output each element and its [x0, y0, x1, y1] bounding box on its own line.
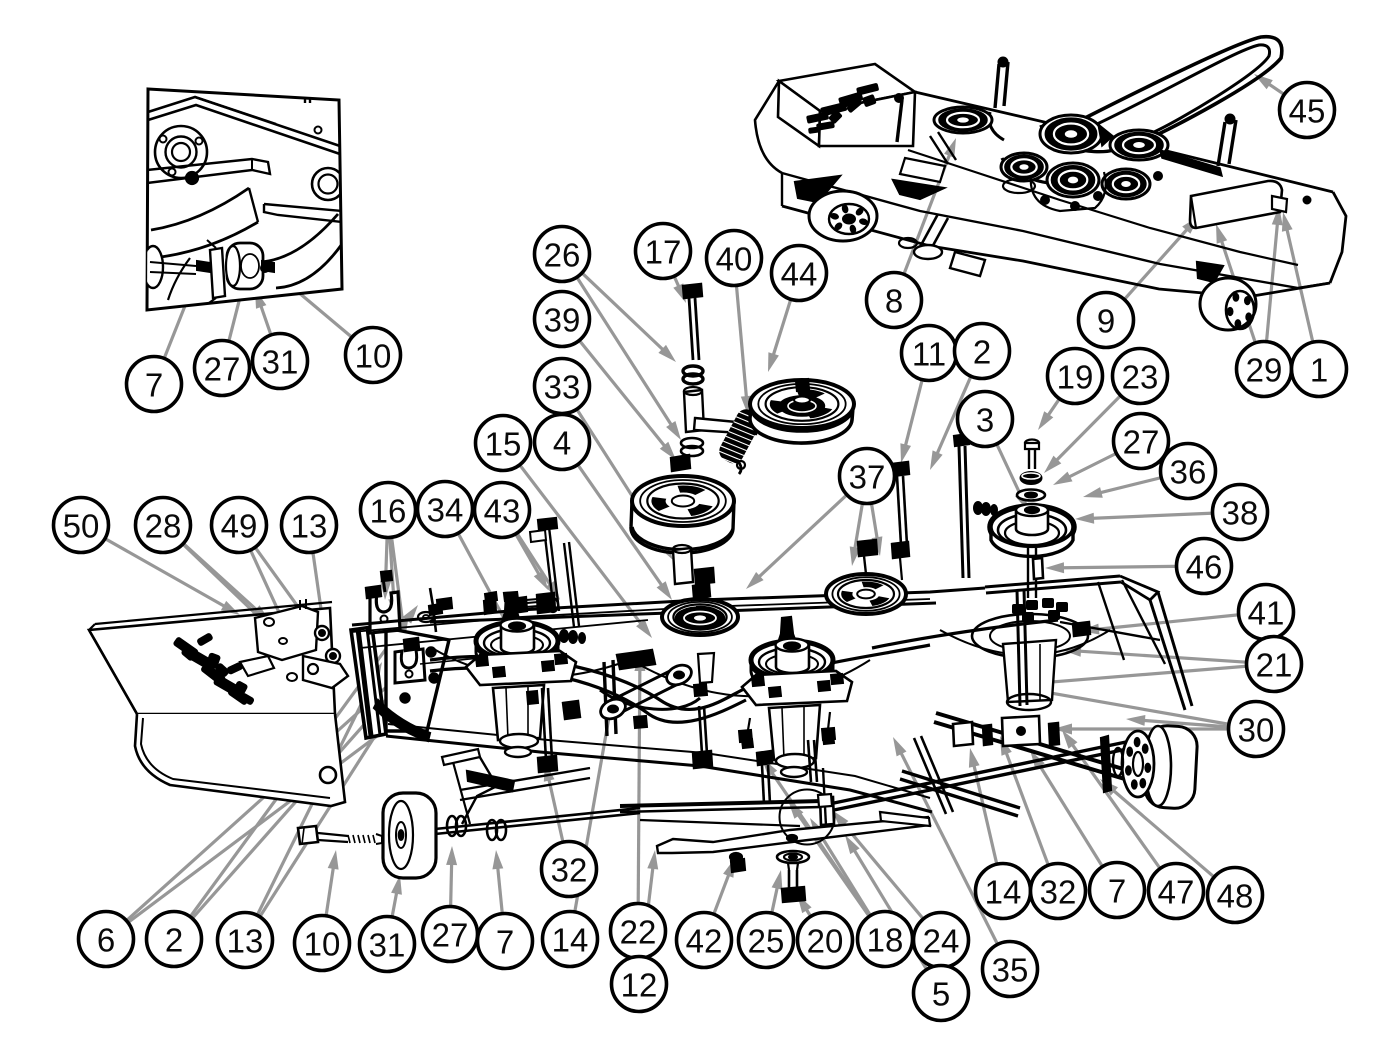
svg-text:14: 14 — [985, 874, 1022, 911]
svg-text:28: 28 — [145, 508, 182, 545]
svg-text:4: 4 — [553, 425, 571, 462]
svg-text:8: 8 — [885, 283, 903, 320]
svg-text:38: 38 — [1222, 495, 1259, 532]
svg-text:13: 13 — [291, 508, 328, 545]
svg-text:41: 41 — [1248, 595, 1285, 632]
svg-text:19: 19 — [1057, 359, 1094, 396]
svg-text:5: 5 — [932, 976, 950, 1013]
svg-text:37: 37 — [849, 459, 886, 496]
svg-text:18: 18 — [867, 922, 904, 959]
svg-text:1: 1 — [1310, 352, 1328, 389]
svg-text:9: 9 — [1097, 303, 1115, 340]
svg-text:3: 3 — [976, 402, 994, 439]
svg-text:7: 7 — [145, 367, 163, 404]
svg-text:48: 48 — [1217, 878, 1254, 915]
svg-text:20: 20 — [807, 923, 844, 960]
svg-text:32: 32 — [551, 852, 588, 889]
svg-text:31: 31 — [369, 927, 406, 964]
svg-text:16: 16 — [370, 493, 407, 530]
svg-text:47: 47 — [1158, 874, 1195, 911]
svg-text:14: 14 — [552, 922, 589, 959]
svg-text:6: 6 — [97, 922, 115, 959]
svg-text:21: 21 — [1256, 647, 1293, 684]
svg-text:45: 45 — [1289, 93, 1326, 130]
svg-text:13: 13 — [227, 923, 264, 960]
svg-text:49: 49 — [221, 508, 258, 545]
svg-text:27: 27 — [432, 917, 469, 954]
svg-text:34: 34 — [427, 492, 464, 529]
svg-text:17: 17 — [645, 234, 682, 271]
svg-text:24: 24 — [923, 923, 960, 960]
svg-text:42: 42 — [686, 923, 723, 960]
svg-text:2: 2 — [973, 334, 991, 371]
svg-text:2: 2 — [165, 922, 183, 959]
svg-text:22: 22 — [620, 914, 657, 951]
svg-text:39: 39 — [544, 302, 581, 339]
svg-text:50: 50 — [63, 508, 100, 545]
svg-text:29: 29 — [1246, 352, 1283, 389]
svg-text:25: 25 — [748, 923, 785, 960]
svg-text:10: 10 — [304, 926, 341, 963]
svg-text:35: 35 — [992, 952, 1029, 989]
svg-text:7: 7 — [496, 924, 514, 961]
svg-text:12: 12 — [621, 967, 658, 1004]
svg-text:15: 15 — [485, 426, 522, 463]
svg-text:26: 26 — [544, 237, 581, 274]
svg-text:36: 36 — [1170, 454, 1207, 491]
svg-text:23: 23 — [1122, 359, 1159, 396]
svg-text:43: 43 — [484, 493, 521, 530]
svg-text:32: 32 — [1040, 874, 1077, 911]
svg-text:46: 46 — [1186, 549, 1223, 586]
svg-text:31: 31 — [262, 344, 299, 381]
svg-text:40: 40 — [716, 241, 753, 278]
svg-text:27: 27 — [1123, 424, 1160, 461]
svg-text:44: 44 — [781, 256, 818, 293]
svg-text:7: 7 — [1108, 873, 1126, 910]
svg-text:10: 10 — [355, 338, 392, 375]
svg-text:27: 27 — [204, 351, 241, 388]
svg-text:33: 33 — [544, 369, 581, 406]
svg-text:11: 11 — [912, 336, 946, 373]
svg-text:30: 30 — [1238, 712, 1275, 749]
